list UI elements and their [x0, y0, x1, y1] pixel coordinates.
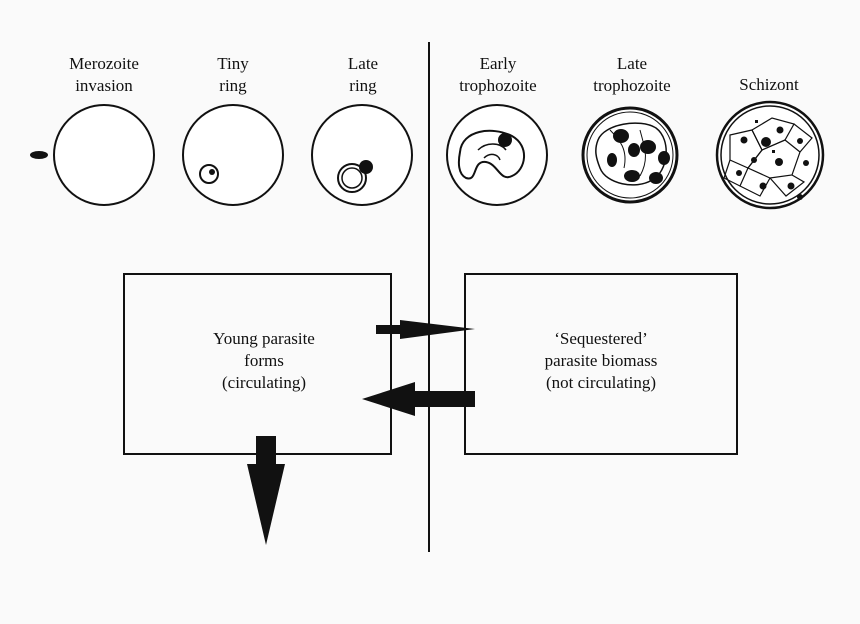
- tiny-ring-cell: [182, 104, 284, 206]
- label-late-ring: Late ring: [347, 54, 379, 95]
- sequestered-box-text: ‘Sequestered’ parasite biomass (not circ…: [544, 329, 658, 392]
- sequestered-box: [464, 273, 738, 455]
- label-early-trophozoite: Early trophozoite: [459, 54, 537, 95]
- merozoite-invasion-cell: [30, 104, 155, 206]
- arrow-to-sequestered: [376, 320, 475, 339]
- arrow-to-circulating: [362, 382, 475, 416]
- late-trophozoite-cell: [581, 106, 679, 204]
- label-tiny-ring: Tiny ring: [217, 54, 249, 95]
- label-late-trophozoite: Late trophozoite: [593, 54, 671, 95]
- late-ring-cell: [311, 104, 413, 206]
- label-merozoite-invasion: Merozoite invasion: [69, 54, 139, 95]
- schizont-cell: [715, 100, 825, 210]
- circulating-box-text: Young parasite forms (circulating): [213, 329, 315, 392]
- arrow-down: [247, 436, 285, 545]
- label-schizont: Schizont: [739, 75, 799, 94]
- early-trophozoite-cell: [446, 104, 548, 206]
